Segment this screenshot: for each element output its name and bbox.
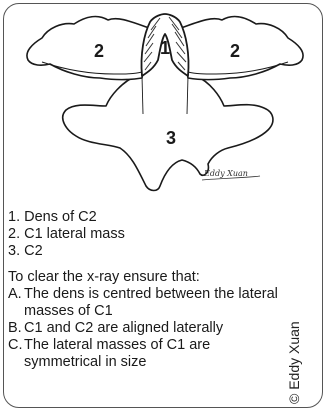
figure-card: 1 2 2 3 Eddy Xuan 1. Dens of C2 2. C1 la… bbox=[3, 3, 323, 408]
label-lateral-mass-right-number: 2 bbox=[230, 41, 240, 61]
legend-item-dens: 1. Dens of C2 bbox=[8, 209, 97, 226]
instructions-heading: To clear the x-ray ensure that: bbox=[8, 269, 200, 286]
instruction-item-b: B. C1 and C2 are aligned laterally bbox=[8, 320, 288, 337]
c1-lateral-mass-right-outline bbox=[181, 17, 303, 80]
instruction-letter: B. bbox=[8, 320, 22, 337]
label-dens-number: 1 bbox=[160, 38, 170, 58]
alignment-line-left bbox=[142, 76, 143, 114]
instruction-letter: C. bbox=[8, 337, 23, 354]
copyright-credit: © Eddy Xuan bbox=[286, 321, 302, 404]
legend-item-c1-lateral-mass: 2. C1 lateral mass bbox=[8, 226, 125, 243]
c1-c2-xray-illustration: 1 2 2 3 Eddy Xuan bbox=[14, 10, 314, 196]
instruction-letter: A. bbox=[8, 286, 22, 303]
instruction-text: C1 and C2 are aligned laterally bbox=[8, 320, 288, 337]
instruction-item-a: A. The dens is centred between the later… bbox=[8, 286, 288, 320]
label-c2-number: 3 bbox=[166, 128, 176, 148]
label-lateral-mass-left-number: 2 bbox=[94, 41, 104, 61]
legend-item-c2: 3. C2 bbox=[8, 243, 43, 260]
artist-signature: Eddy Xuan bbox=[203, 169, 248, 178]
instruction-text: The lateral masses of C1 are symmetrical… bbox=[8, 337, 288, 371]
alignment-line-right bbox=[187, 76, 188, 114]
c1-lateral-mass-left-outline bbox=[27, 17, 149, 80]
instruction-text: The dens is centred between the lateral … bbox=[8, 286, 288, 320]
instruction-item-c: C. The lateral masses of C1 are symmetri… bbox=[8, 337, 288, 371]
